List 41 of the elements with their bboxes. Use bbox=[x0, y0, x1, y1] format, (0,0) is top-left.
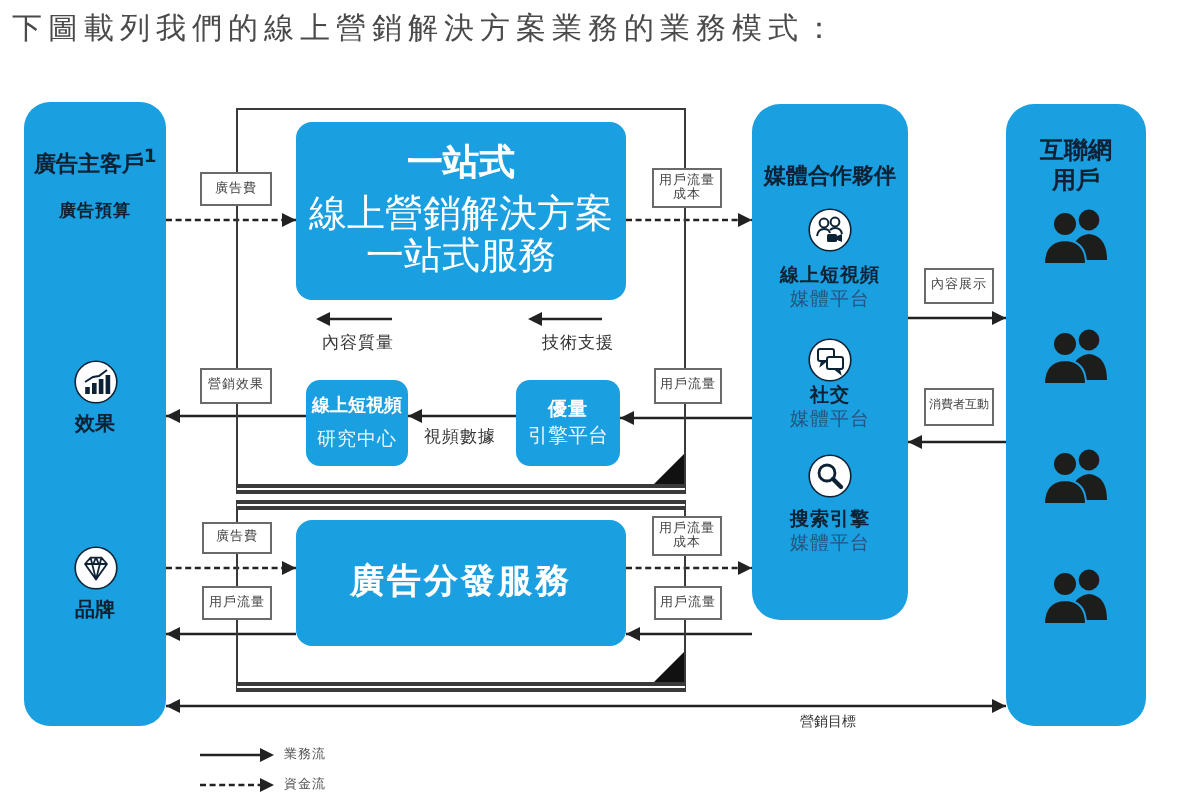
column-title: 互聯網用戶 bbox=[1038, 136, 1114, 196]
icon-caption: 效果 bbox=[75, 414, 115, 438]
arrow bbox=[626, 561, 752, 575]
box-heading: 廣告分發服務 bbox=[350, 561, 572, 603]
arrow bbox=[166, 409, 306, 423]
process-box bbox=[296, 520, 626, 646]
item-text: 媒體平台 bbox=[790, 408, 870, 432]
arrow-caption: 內容質量 bbox=[322, 333, 394, 355]
box-heading: 優量 bbox=[548, 398, 588, 422]
subtitle: 廣告預算 bbox=[59, 201, 131, 223]
icon-caption: 品牌 bbox=[75, 600, 115, 624]
title: 下圖載列我們的線上營銷解決方案業務的業務模式： bbox=[12, 10, 840, 46]
box-text: 引擎平台 bbox=[528, 426, 608, 450]
box-heading: 一站式 bbox=[407, 142, 515, 186]
column-panel bbox=[1006, 104, 1146, 726]
process-box bbox=[296, 122, 626, 300]
arrow-caption: 技術支援 bbox=[542, 333, 614, 355]
arrow bbox=[166, 561, 296, 575]
arrow bbox=[626, 627, 752, 641]
box-heading: 線上短視頻 bbox=[312, 397, 402, 419]
item-text: 媒體平台 bbox=[790, 288, 870, 312]
arrow bbox=[620, 411, 752, 425]
arrow bbox=[166, 699, 1006, 713]
box-text: 研究中心 bbox=[317, 428, 397, 452]
arrow bbox=[626, 213, 752, 227]
arrow bbox=[166, 213, 296, 227]
box-text: 線上營銷解決方案一站式服務 bbox=[307, 194, 615, 278]
arrow bbox=[908, 435, 1006, 449]
item-title: 搜索引擎 bbox=[790, 508, 870, 532]
column-title: 廣告主客戶$^{1}$ bbox=[33, 146, 157, 178]
process-box bbox=[516, 380, 620, 466]
item-text: 媒體平台 bbox=[790, 532, 870, 556]
arrow bbox=[408, 409, 516, 423]
process-box bbox=[306, 380, 408, 466]
arrow bbox=[908, 311, 1006, 325]
column-title: 媒體合作夥伴 bbox=[764, 162, 896, 190]
column-panel bbox=[752, 104, 908, 620]
item-title: 社交 bbox=[810, 384, 850, 408]
column-panel bbox=[24, 102, 166, 726]
item-title: 線上短視頻 bbox=[780, 264, 880, 288]
arrow bbox=[166, 627, 296, 641]
